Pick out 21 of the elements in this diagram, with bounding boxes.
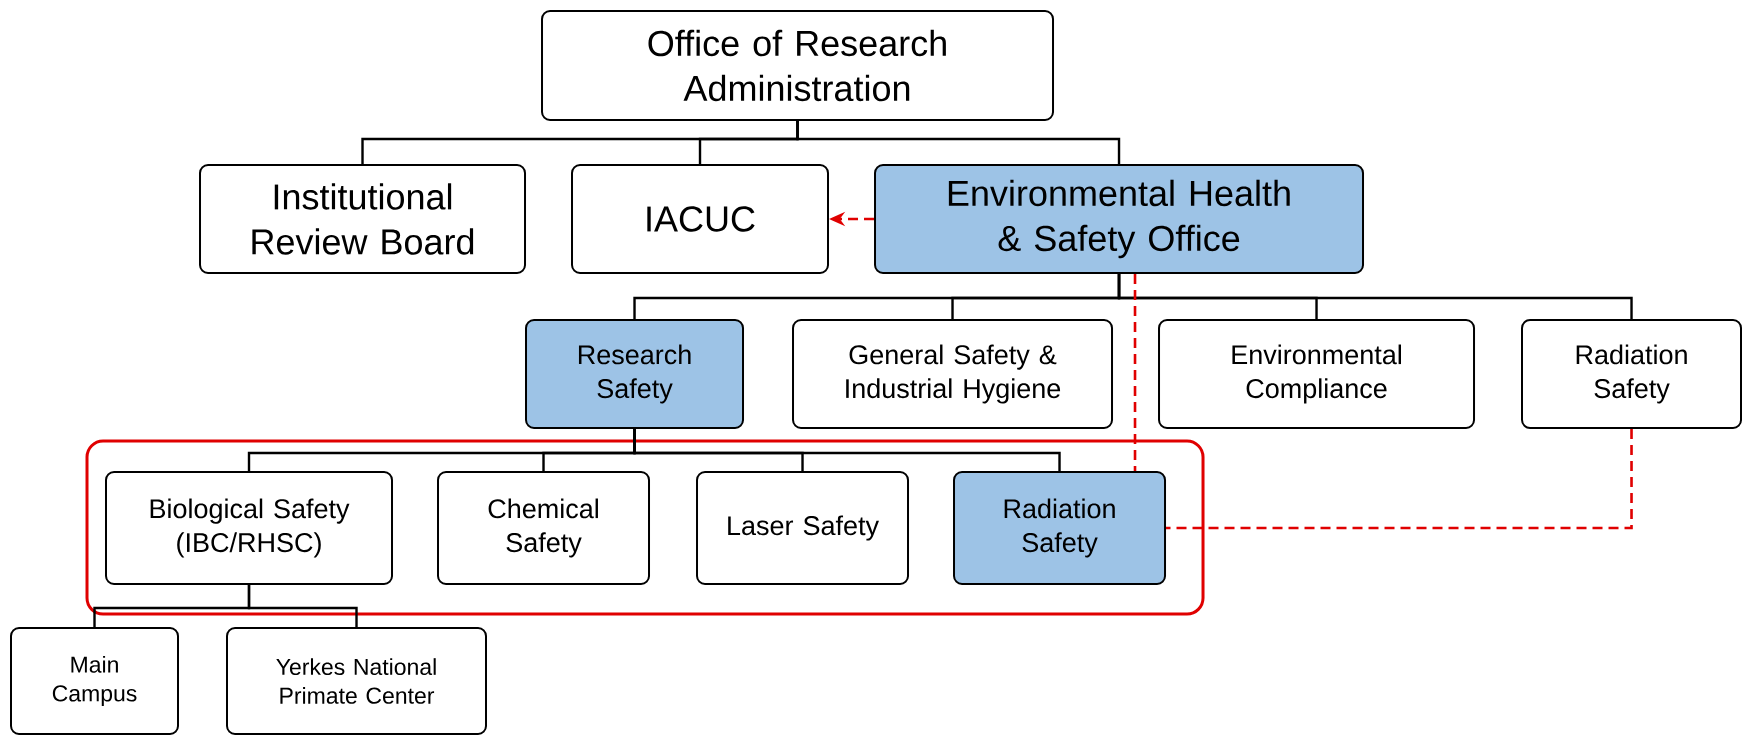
connector-line bbox=[796, 121, 1121, 164]
org-box: Main Campus bbox=[10, 627, 179, 735]
connector-line bbox=[633, 429, 1061, 471]
org-box: Chemical Safety bbox=[437, 471, 650, 585]
org-box: General Safety & Industrial Hygiene bbox=[792, 319, 1113, 429]
connector-line bbox=[1117, 274, 1633, 319]
org-box: Office of Research Administration bbox=[541, 10, 1054, 121]
group-outline bbox=[85, 439, 1205, 616]
org-box: Yerkes National Primate Center bbox=[226, 627, 487, 735]
highlighted-box: Research Safety bbox=[525, 319, 744, 429]
org-box: Institutional Review Board bbox=[199, 164, 526, 274]
org-box: IACUC bbox=[571, 164, 829, 274]
org-box: Laser Safety bbox=[696, 471, 909, 585]
highlighted-box: Radiation Safety bbox=[953, 471, 1166, 585]
org-box: Radiation Safety bbox=[1521, 319, 1742, 429]
connector-line bbox=[247, 585, 358, 627]
org-box: Biological Safety (IBC/RHSC) bbox=[105, 471, 393, 585]
connector-line bbox=[1133, 274, 1137, 471]
connector-line bbox=[1166, 429, 1633, 530]
highlighted-box: Environmental Health & Safety Office bbox=[874, 164, 1364, 274]
org-box: Environmental Compliance bbox=[1158, 319, 1476, 429]
